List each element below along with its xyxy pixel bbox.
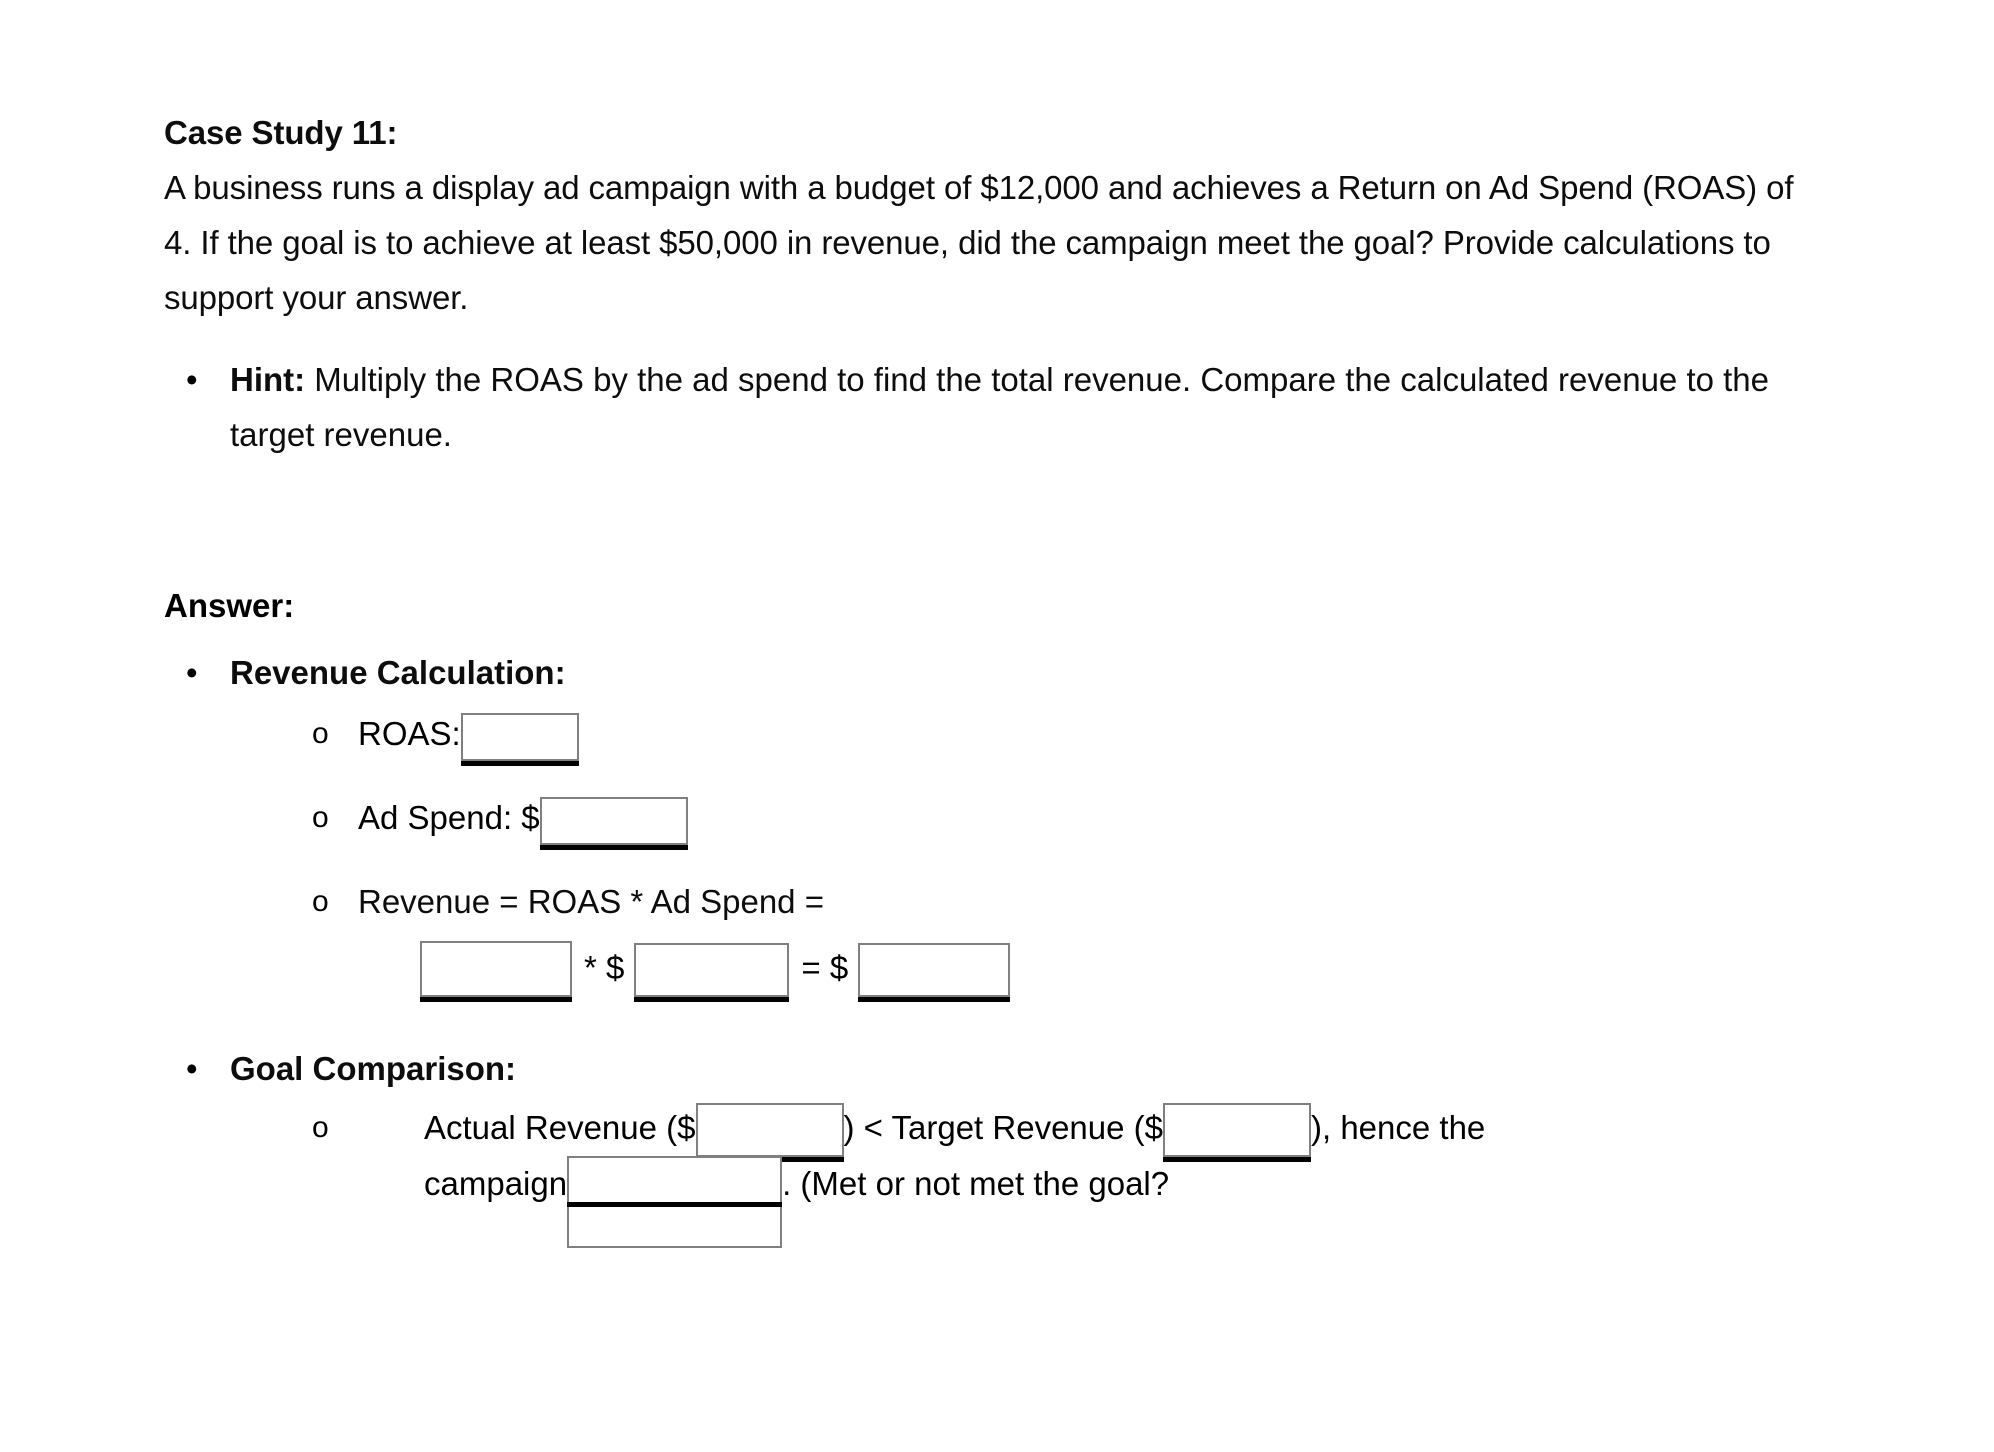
bullet-circle-marker: o xyxy=(312,717,329,750)
met-goal-input-field[interactable] xyxy=(567,1156,783,1248)
revenue-formula-row: o Revenue = ROAS * Ad Spend = xyxy=(296,874,824,929)
hint-body: Multiply the ROAS by the ad spend to fin… xyxy=(230,361,1770,453)
section-goal-comparison: • Goal Comparison: xyxy=(168,1041,516,1096)
goal-comparison-line-2: campaign . (Met or not met the goal? xyxy=(424,1156,1169,1248)
ad-spend-label: Ad Spend: $ xyxy=(358,799,540,836)
actual-revenue-input-field[interactable] xyxy=(695,1103,844,1162)
roas-row: o ROAS: xyxy=(296,706,579,766)
bullet-circle-marker: o xyxy=(312,801,329,834)
formula-roas-input-field[interactable] xyxy=(420,941,572,1002)
comparison-middle-text: ) < Target Revenue ($ xyxy=(843,1109,1164,1146)
roas-label: ROAS: xyxy=(358,715,461,752)
answer-label: Answer: xyxy=(164,587,295,624)
met-goal-question-text: . (Met or not met the goal? xyxy=(782,1165,1170,1202)
actual-revenue-prefix: Actual Revenue ($ xyxy=(424,1109,696,1146)
hint-bullet: • Hint: Multiply the ROAS by the ad spen… xyxy=(168,352,1848,462)
comparison-suffix-text: ), hence the xyxy=(1311,1109,1486,1146)
bullet-disc-marker: • xyxy=(186,654,198,691)
campaign-label: campaign xyxy=(424,1165,568,1202)
formula-adspend-input-field[interactable] xyxy=(634,943,790,1002)
ad-spend-input-field[interactable] xyxy=(539,797,688,850)
actual-revenue-row: o xyxy=(296,1100,358,1155)
revenue-calculation-heading: Revenue Calculation: xyxy=(230,654,566,691)
intro-paragraph: A business runs a display ad campaign wi… xyxy=(164,169,1794,316)
bullet-disc-marker: • xyxy=(186,1050,198,1087)
revenue-formula-fields: * $ = $ xyxy=(420,940,1011,1002)
formula-result-input-field[interactable] xyxy=(858,943,1011,1002)
formula-multiply-operator: * $ xyxy=(584,949,625,986)
formula-equals-operator: = $ xyxy=(801,949,849,986)
ad-spend-run: Ad Spend: $ xyxy=(358,790,688,850)
page-title: Case Study 11: xyxy=(164,114,398,151)
section-revenue-calculation: • Revenue Calculation: xyxy=(168,645,566,700)
roas-run: ROAS: xyxy=(358,706,579,766)
hint-label: Hint: xyxy=(230,361,306,398)
goal-comparison-heading: Goal Comparison: xyxy=(230,1050,517,1087)
target-revenue-input-field[interactable] xyxy=(1163,1103,1311,1162)
bullet-disc-marker: • xyxy=(186,361,198,398)
ad-spend-row: o Ad Spend: $ xyxy=(296,790,688,850)
hint-text: Hint: Multiply the ROAS by the ad spend … xyxy=(230,352,1830,462)
bullet-circle-marker: o xyxy=(312,885,329,918)
goal-comparison-line-1: Actual Revenue ($ ) < Target Revenue ($ … xyxy=(424,1100,1486,1162)
roas-input-field[interactable] xyxy=(460,713,579,766)
revenue-formula-label: Revenue = ROAS * Ad Spend = xyxy=(358,883,824,920)
bullet-circle-marker: o xyxy=(312,1111,329,1144)
